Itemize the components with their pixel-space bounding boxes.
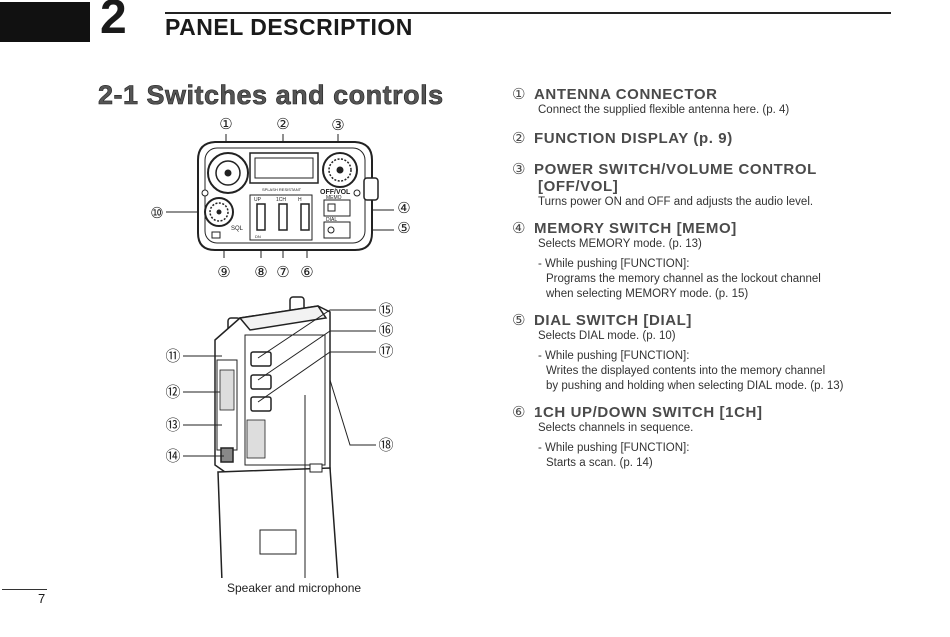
radio-illustration: ① ② ③ ⑩ ④ ⑤ ⑨ ⑧ ⑦ ⑥	[150, 116, 411, 578]
chapter-number: 2	[100, 0, 127, 44]
radio-body	[214, 296, 339, 578]
callout-12: ⑫	[165, 384, 180, 401]
speaker-caption: Speaker and microphone	[227, 581, 362, 595]
callout-3: ③	[331, 117, 344, 134]
top-panel	[197, 141, 379, 251]
callout-8: ⑧	[254, 264, 267, 281]
callout-17: ⑰	[378, 343, 393, 360]
chapter-rule	[165, 12, 891, 14]
callout-5: ⑤	[397, 220, 410, 237]
item-1-body: Connect the supplied flexible antenna he…	[538, 104, 790, 116]
chapter-marker-block	[0, 2, 90, 42]
callout-7: ⑦	[276, 264, 289, 281]
label-dial: DIAL	[326, 217, 337, 223]
callout-10: ⑩	[150, 205, 163, 222]
label-splash: SPLASH RESISTANT	[262, 187, 302, 192]
label-1ch: 1CH	[276, 197, 286, 203]
label-memo: MEMO	[326, 195, 342, 201]
callout-18: ⑱	[378, 437, 393, 454]
label-sql: SQL	[231, 226, 244, 232]
callout-9: ⑨	[217, 264, 230, 281]
item-6-sub: - While pushing [FUNCTION]: Starts a sca…	[538, 442, 690, 469]
label-dn: DN	[255, 234, 261, 239]
callout-15: ⑮	[378, 302, 393, 319]
callout-4: ④	[397, 200, 410, 217]
item-4-sub: - While pushing [FUNCTION]: Programs the…	[538, 258, 821, 300]
callout-6: ⑥	[300, 264, 313, 281]
label-up: UP	[254, 197, 262, 203]
item-5-sub: - While pushing [FUNCTION]: Writes the d…	[538, 350, 844, 392]
callout-11: ⑪	[165, 348, 180, 365]
item-4-body: Selects MEMORY mode. (p. 13)	[538, 238, 702, 250]
label-off-vol: OFF/VOL	[320, 189, 351, 196]
label-h: H	[298, 197, 302, 203]
item-6-body: Selects channels in sequence.	[538, 422, 694, 434]
item-5-body: Selects DIAL mode. (p. 10)	[538, 330, 676, 342]
section-title: 2-1 Switches and controls	[98, 80, 444, 111]
page-number-rule	[2, 589, 47, 590]
callout-14: ⑭	[165, 448, 180, 465]
callout-1: ①	[219, 116, 232, 133]
callout-2: ②	[276, 116, 289, 133]
callout-13: ⑬	[165, 417, 180, 434]
item-3-body: Turns power ON and OFF and adjusts the a…	[538, 196, 814, 208]
callout-16: ⑯	[378, 322, 393, 339]
page-number: 7	[38, 591, 46, 606]
chapter-title: PANEL DESCRIPTION	[165, 14, 413, 40]
